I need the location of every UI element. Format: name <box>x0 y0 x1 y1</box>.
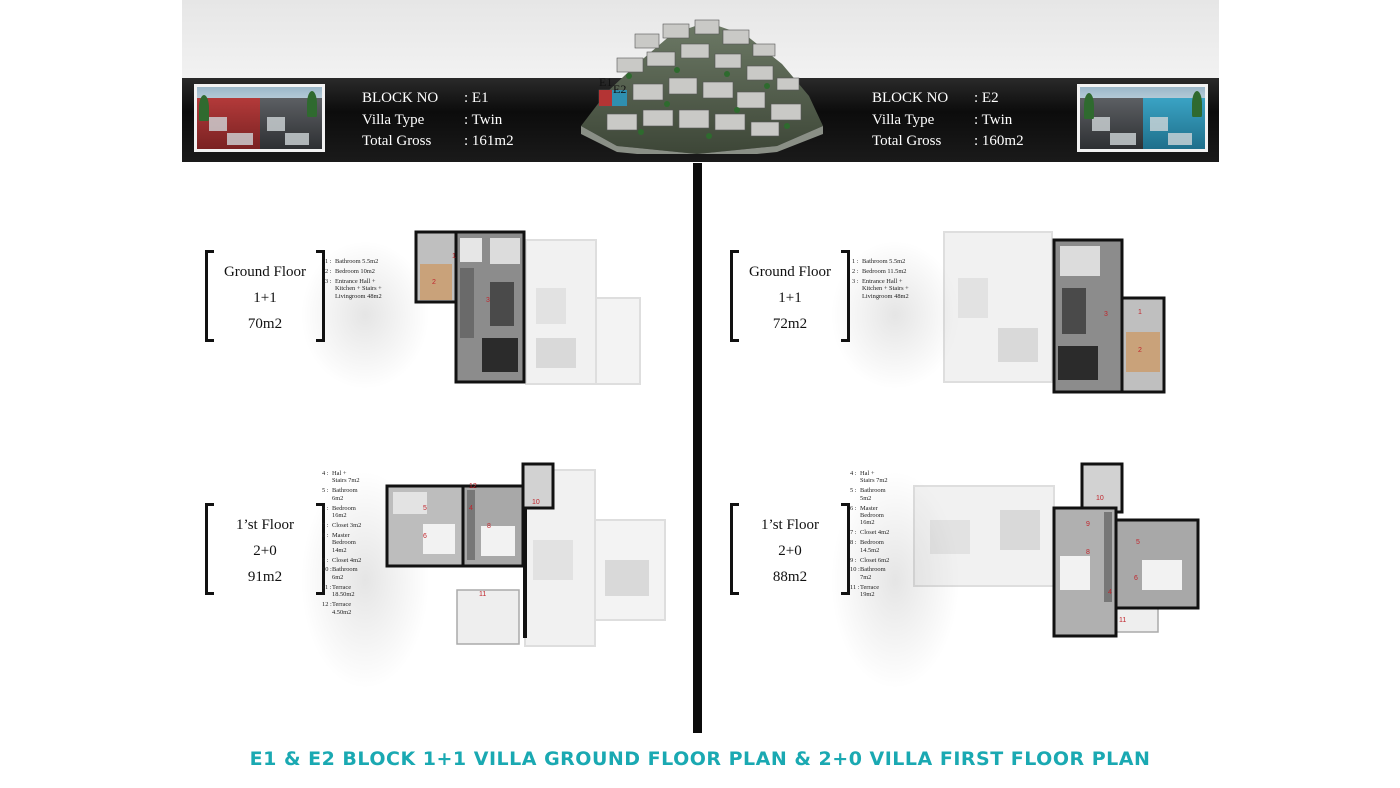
e2-ground-floor-plan: 3 1 2 <box>943 231 1166 394</box>
e2-first-floor-plan: 10 9 5 8 6 4 11 <box>913 462 1200 638</box>
floor-title: 1’st Floor <box>236 517 294 533</box>
shadow <box>300 240 430 390</box>
floor-layout: 1+1 <box>778 290 802 306</box>
legend-item: 1 :Bathroom 5.5m2 <box>852 258 906 265</box>
shadow <box>830 470 960 690</box>
room-number: 4 <box>469 505 473 512</box>
room-number: 10 <box>532 499 540 506</box>
e1-ground-floor-plan: 1 2 3 <box>414 230 641 385</box>
room-number: 12 <box>469 483 477 490</box>
legend-item: 2 :Bedroom 10m2 <box>325 267 375 275</box>
complex-label-e2: E2 <box>613 82 626 96</box>
legend-item: 7 :Closet 3m2 <box>322 521 362 529</box>
legend-item: 11 :Terrace 19m2 <box>850 583 880 599</box>
legend-item: 11 :Terrace 18.50m2 <box>322 583 355 599</box>
legend-item: 6 :Bedroom 16m2 <box>322 504 356 520</box>
legend-item: 12 :Terrace 4.50m2 <box>322 601 352 616</box>
legend-item: 3 :Entrance Hall + Kitchen + Stairs + Li… <box>325 277 382 300</box>
room-number: 6 <box>1134 575 1138 582</box>
floor-layout: 2+0 <box>253 543 277 559</box>
block-no-label: BLOCK NO <box>362 90 439 106</box>
room-number: 8 <box>487 523 491 530</box>
room-number: 1 <box>1138 309 1142 316</box>
room-number: 2 <box>432 279 436 286</box>
total-gross-label: Total Gross <box>362 133 432 149</box>
room-number: 11 <box>1119 617 1126 624</box>
legend-item: 9 :Closet 4m2 <box>322 556 362 564</box>
legend-item: 9 :Closet 6m2 <box>850 556 890 564</box>
room-number: 3 <box>486 297 490 304</box>
e1-first-legend: 4 :Hal + Stairs 7m2 5 :Bathroom 6m2 6 :B… <box>322 470 392 618</box>
total-gross-label: Total Gross <box>872 133 942 149</box>
floor-title: Ground Floor <box>223 264 307 280</box>
floor-area: 70m2 <box>247 316 283 332</box>
complex-aerial-render: E1 E2 <box>581 19 823 154</box>
legend-item: 2 :Bedroom 11.5m2 <box>852 267 907 275</box>
total-gross-value: : 161m2 <box>464 133 514 149</box>
block-no-label: BLOCK NO <box>872 90 949 106</box>
page-caption: E1 & E2 BLOCK 1+1 VILLA GROUND FLOOR PLA… <box>249 748 1151 770</box>
legend-item: 4 :Hal + Stairs 7m2 <box>850 470 888 485</box>
e2-villa-render-image <box>1077 84 1208 152</box>
floor-area: 91m2 <box>247 569 283 585</box>
e2-first-legend: 4 :Hal + Stairs 7m2 5 :Bathroom 5m2 6 :M… <box>850 470 920 601</box>
legend-item: 10 :Bathroom 7m2 <box>850 566 886 581</box>
e1-first-floor-summary: 1’st Floor 2+0 91m2 <box>205 503 325 595</box>
e1-block-info: BLOCK NO : E1 Villa Type : Twin Total Gros… <box>362 88 514 153</box>
villa-type-value: : Twin <box>464 111 503 128</box>
legend-item: 1 :Bathroom 5.5m2 <box>325 258 379 265</box>
floor-layout: 1+1 <box>253 290 277 306</box>
legend-item: 3 :Entrance Hall + Kitchen + Stairs + Li… <box>852 277 909 300</box>
floor-title: Ground Floor <box>748 264 832 280</box>
e1-villa-render-image <box>194 84 325 152</box>
room-number: 3 <box>1104 311 1108 318</box>
room-number: 5 <box>1136 539 1140 546</box>
shadow <box>830 240 960 390</box>
legend-item: 8 :Bedroom 14.5m2 <box>850 539 884 554</box>
room-number: 5 <box>423 505 427 512</box>
room-number: 9 <box>1086 521 1090 528</box>
room-number: 4 <box>1108 589 1112 596</box>
block-no-value: : E2 <box>974 90 999 106</box>
villa-type-label: Villa Type <box>362 111 425 128</box>
legend-item: 10 :Bathroom 6m2 <box>322 566 358 581</box>
room-number: 11 <box>479 591 486 598</box>
e2-ground-floor-summary: Ground Floor 1+1 72m2 <box>730 250 850 342</box>
e2-first-floor-summary: 1’st Floor 2+0 88m2 <box>730 503 850 595</box>
e1-ground-legend: 1 :Bathroom 5.5m2 2 :Bedroom 10m2 3 :Ent… <box>325 258 395 303</box>
complex-label-e1: E1 <box>599 75 612 89</box>
floor-area: 88m2 <box>772 569 808 585</box>
room-number: 10 <box>1096 495 1104 502</box>
e2-ground-legend: 1 :Bathroom 5.5m2 2 :Bedroom 11.5m2 3 :E… <box>852 258 922 303</box>
villa-type-value: : Twin <box>974 111 1013 128</box>
legend-item: 6 :Master Bedroom 16m2 <box>850 504 884 527</box>
center-divider <box>693 163 702 733</box>
legend-item: 7 :Closet 4m2 <box>850 529 890 537</box>
room-number: 8 <box>1086 549 1090 556</box>
legend-item: 8 :Master Bedroom 14m2 <box>322 531 356 554</box>
room-number: 6 <box>423 533 427 540</box>
legend-item: 5 :Bathroom 6m2 <box>322 487 358 502</box>
legend-item: 4 :Hal + Stairs 7m2 <box>322 470 360 485</box>
room-number: 1 <box>452 253 456 260</box>
floor-title: 1’st Floor <box>761 517 819 533</box>
legend-item: 5 :Bathroom 5m2 <box>850 487 886 502</box>
villa-type-label: Villa Type <box>872 111 935 128</box>
floor-area: 72m2 <box>772 316 808 332</box>
room-number: 2 <box>1138 347 1142 354</box>
e1-first-floor-plan: 12 10 5 4 6 8 11 <box>385 462 666 647</box>
floor-layout: 2+0 <box>778 543 802 559</box>
e1-ground-floor-summary: Ground Floor 1+1 70m2 <box>205 250 325 342</box>
block-no-value: : E1 <box>464 90 489 106</box>
e2-block-info: BLOCK NO : E2 Villa Type : Twin Total Gros… <box>872 88 1024 153</box>
total-gross-value: : 160m2 <box>974 133 1024 149</box>
